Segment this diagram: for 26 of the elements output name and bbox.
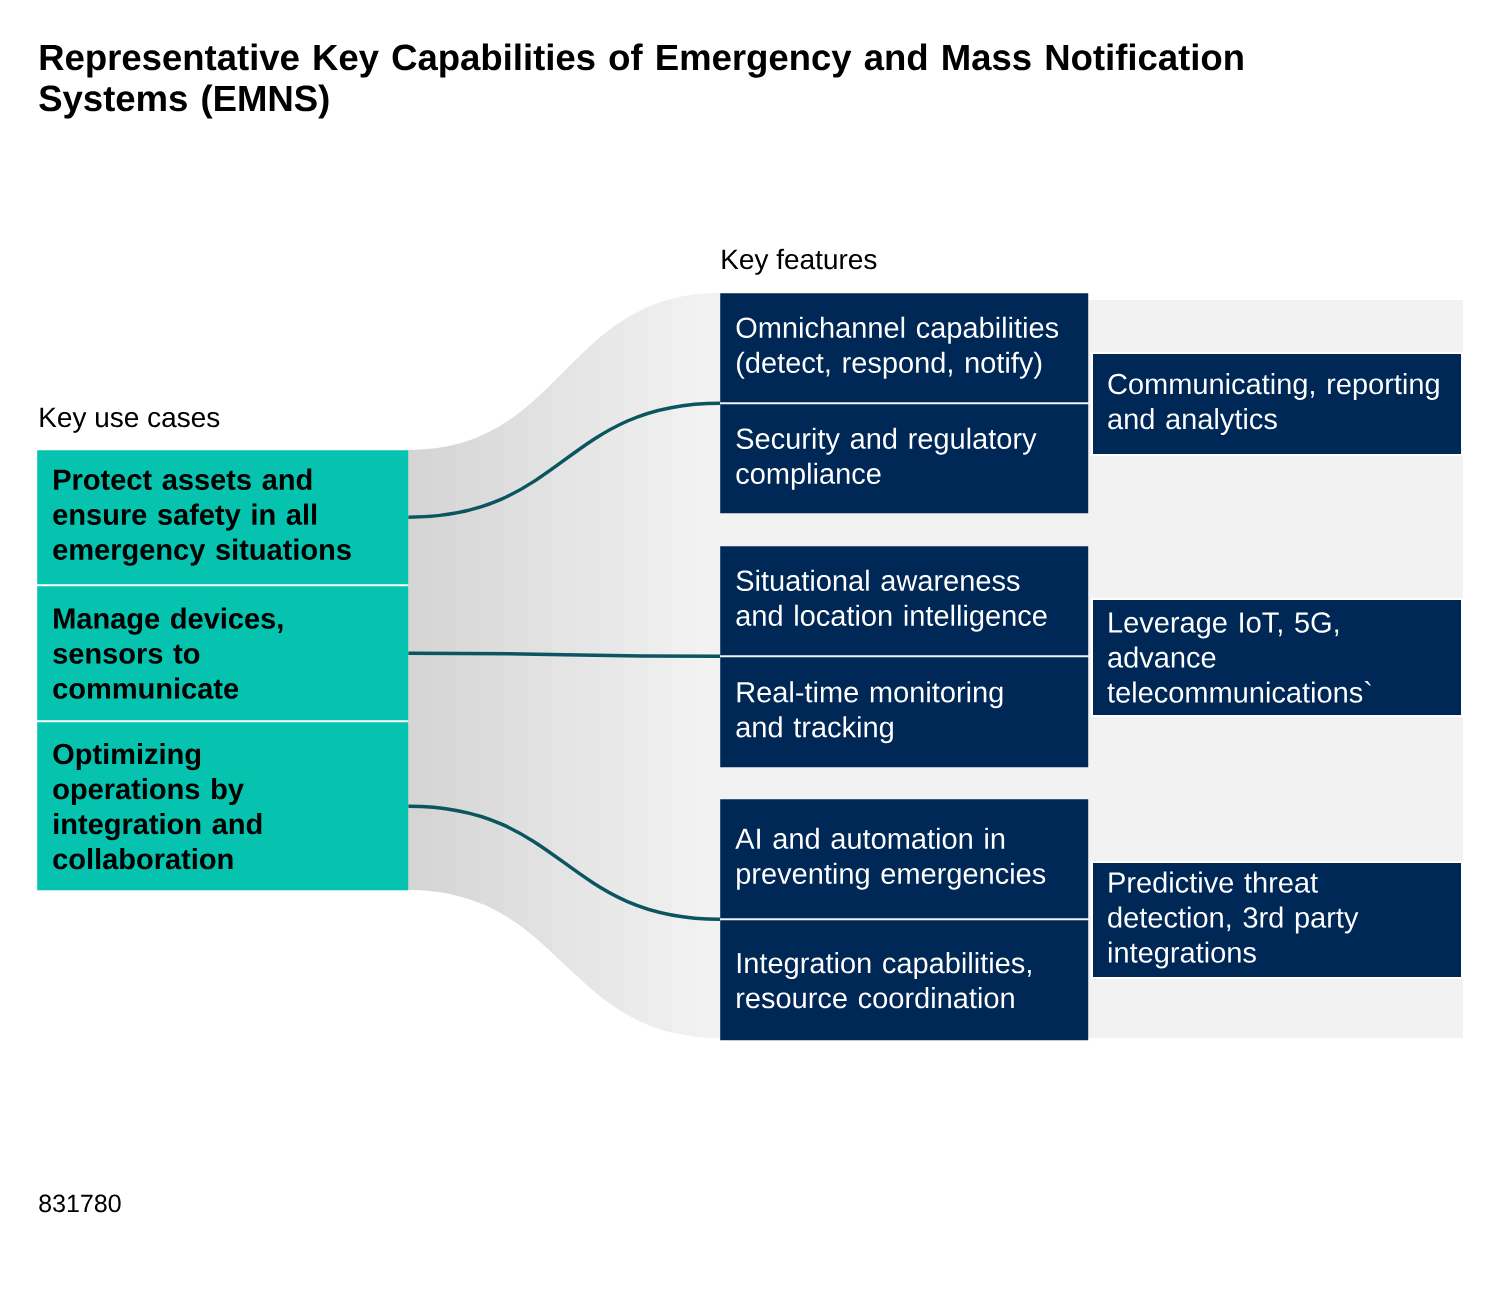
feature-box: AI and automation in preventing emergencies: [720, 799, 1089, 919]
reference-number: 831780: [39, 1194, 121, 1213]
capability-box: Predictive threat detection, 3rd party integrations: [1091, 861, 1463, 979]
node-label: Situational awareness and location intelligence: [736, 569, 1047, 632]
feature-box: Real-time monitoring and tracking: [720, 657, 1089, 768]
node-label: Manage devices, sensors to communicate: [53, 607, 283, 699]
capability-box: Communicating, reporting and analytics: [1091, 352, 1463, 456]
node-label: Security and regulatory compliance: [736, 427, 1037, 490]
title: Representative Key Capabilities of Emergency and Mass Notification Systems (EMNS): [39, 43, 1243, 119]
feature-box: Situational awareness and location intelligence: [720, 546, 1089, 656]
node-label: Integration capabilities, resource coordination: [737, 952, 1031, 1009]
feature-box: Security and regulatory compliance: [720, 404, 1089, 514]
feature-box: Omnichannel capabilities (detect, respond, notify): [720, 293, 1089, 403]
use-case-box: Optimizing operations by integration and collaboration: [37, 722, 409, 891]
connector-curve: [408, 804, 721, 921]
use-case-box: Manage devices, sensors to communicate: [37, 586, 409, 721]
node-label: Real-time monitoring and tracking: [736, 681, 1003, 744]
connector-curve: [408, 401, 721, 519]
node-label: Optimizing operations by integration and collaboration: [53, 743, 262, 870]
use-case-box: Protect assets and ensure safety in all emergency situations: [37, 450, 409, 585]
capability-box: Leverage IoT, 5G, advance telecommunications`: [1091, 598, 1463, 717]
connector-curve: [408, 651, 720, 658]
node-label: Omnichannel capabilities (detect, respond, notify): [736, 316, 1059, 379]
feature-box: Integration capabilities, resource coordination: [720, 920, 1089, 1041]
node-label: AI and automation in preventing emergencies: [735, 827, 1046, 890]
node-label: Protect assets and ensure safety in all emergency situations: [53, 468, 351, 566]
